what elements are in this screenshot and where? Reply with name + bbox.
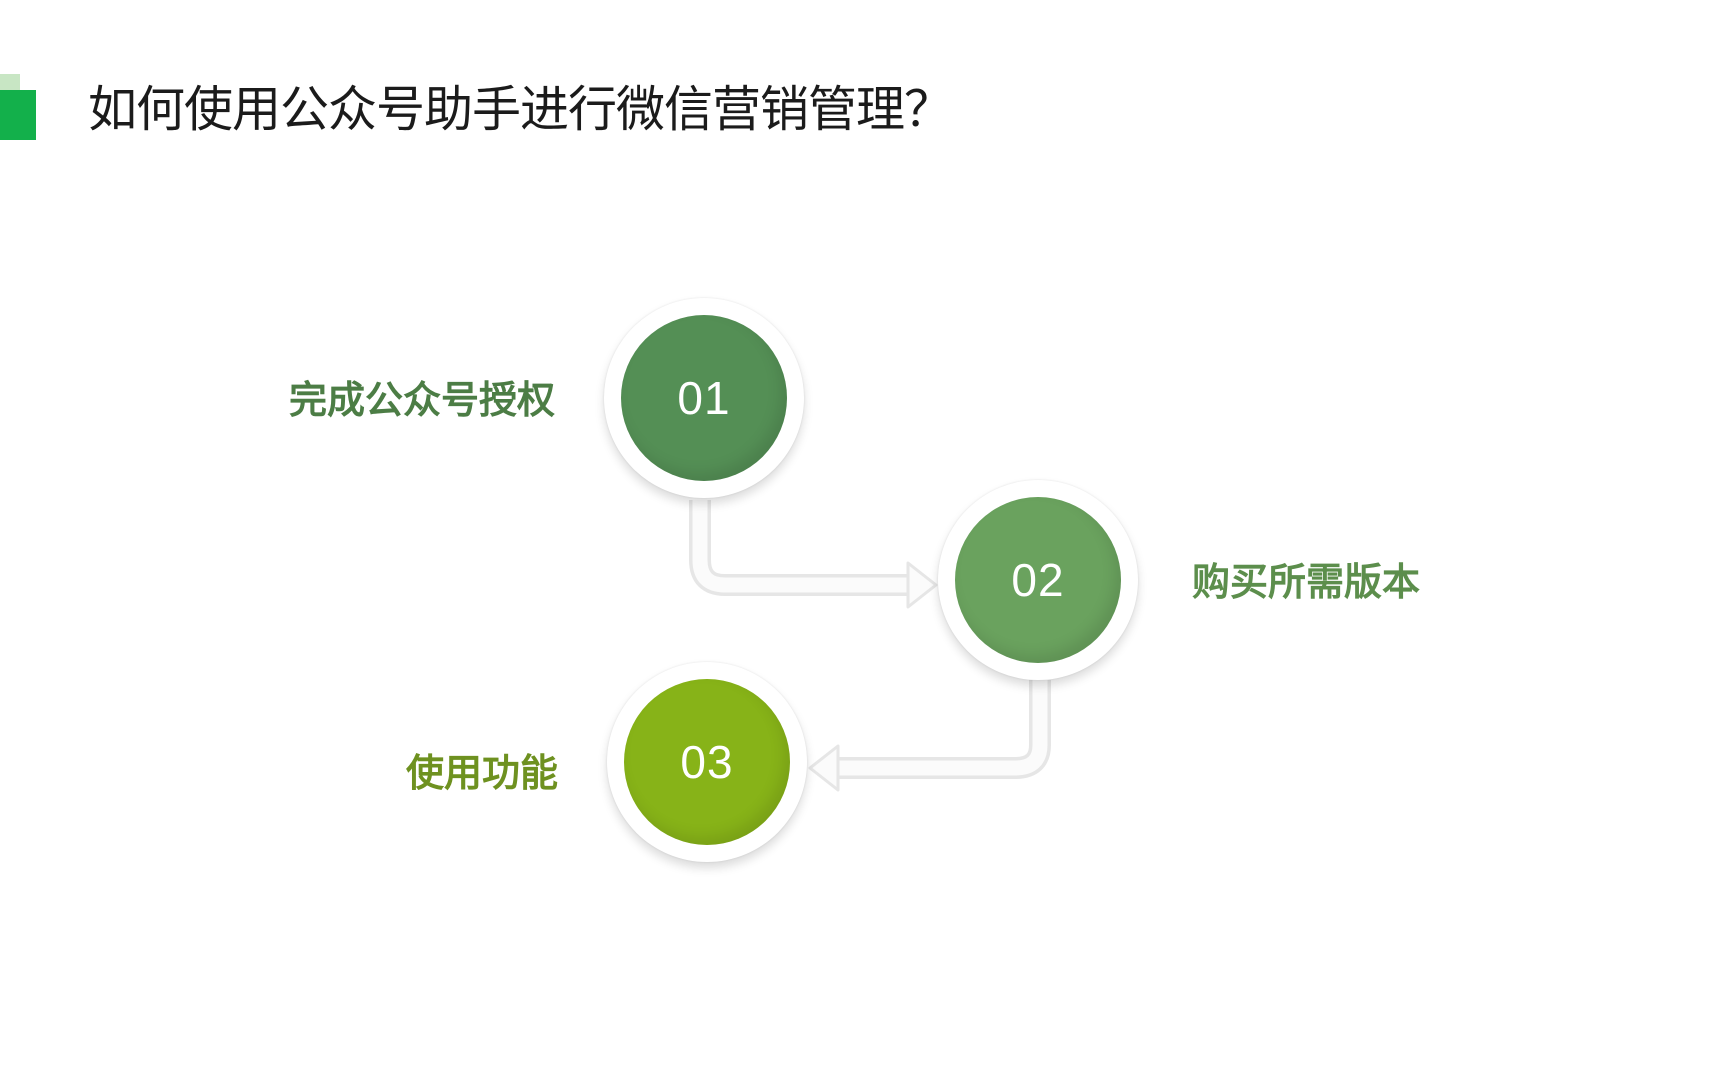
step-03-label: 使用功能 — [405, 751, 558, 795]
step-03-circle: 03 — [607, 662, 807, 862]
title-accent-bar — [0, 90, 36, 140]
step-03-number: 03 — [680, 736, 734, 788]
step-01-circle: 01 — [604, 298, 804, 498]
connector-01-to-02 — [689, 500, 938, 609]
connector-02-to-03 — [808, 680, 1051, 792]
step-03-badge: 03 — [624, 679, 790, 845]
step-02-label: 购买所需版本 — [1192, 560, 1421, 604]
page-title: 如何使用公众号助手进行微信营销管理？ — [88, 81, 953, 138]
step-02-badge: 02 — [955, 497, 1121, 663]
step-01-number: 01 — [677, 372, 731, 424]
step-02-number: 02 — [1011, 554, 1065, 606]
step-02-circle: 02 — [938, 480, 1138, 680]
step-01-badge: 01 — [621, 315, 787, 481]
title-accent-light — [0, 74, 20, 92]
step-01-label: 完成公众号授权 — [288, 378, 555, 422]
